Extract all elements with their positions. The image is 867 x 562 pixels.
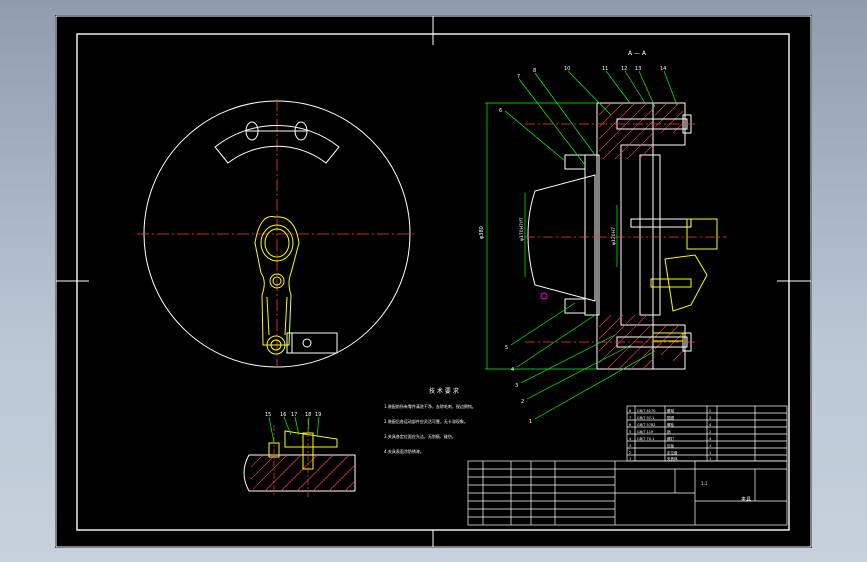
svg-text:1: 1 bbox=[709, 457, 711, 461]
leaders bbox=[504, 70, 678, 420]
balloon-19: 19 bbox=[315, 412, 321, 418]
parts-list bbox=[626, 405, 788, 462]
svg-text:螺母: 螺母 bbox=[667, 408, 675, 413]
note-4: 4.夹具表面涂防锈漆。 bbox=[384, 448, 424, 454]
svg-text:GB/T 97.1: GB/T 97.1 bbox=[637, 416, 654, 420]
upper-slot bbox=[214, 125, 340, 164]
svg-text:螺栓: 螺栓 bbox=[667, 422, 675, 427]
svg-text:4: 4 bbox=[629, 437, 632, 441]
svg-text:6: 6 bbox=[629, 423, 631, 427]
svg-text:2: 2 bbox=[709, 416, 711, 420]
svg-text:GB/T 70.1: GB/T 70.1 bbox=[637, 437, 654, 441]
balloon-14: 14 bbox=[660, 66, 666, 72]
dim-inner: φ120H7 bbox=[611, 227, 617, 245]
svg-text:1: 1 bbox=[629, 457, 631, 461]
front-view bbox=[137, 99, 417, 368]
svg-text:销: 销 bbox=[667, 429, 671, 434]
note-1: 1.装配前所有零件清洗干净，去除毛刺，锐边倒钝。 bbox=[384, 403, 476, 409]
side-clamp bbox=[650, 218, 718, 342]
balloon-1: 1 bbox=[529, 419, 532, 425]
dimensions bbox=[485, 102, 618, 370]
svg-text:GB/T 5782: GB/T 5782 bbox=[637, 423, 655, 427]
balloon-3: 3 bbox=[515, 383, 518, 389]
svg-text:1: 1 bbox=[709, 451, 711, 455]
svg-text:螺钉: 螺钉 bbox=[667, 436, 675, 441]
balloon-18: 18 bbox=[305, 412, 311, 418]
note-3: 3.夹具各定位面应光洁，无划痕、碰伤。 bbox=[384, 433, 456, 439]
svg-text:3: 3 bbox=[629, 444, 631, 448]
svg-text:定位盘: 定位盘 bbox=[667, 450, 678, 455]
balloon-11: 11 bbox=[602, 66, 608, 72]
balloon-10: 10 bbox=[564, 66, 570, 72]
svg-text:GB/T 6170: GB/T 6170 bbox=[637, 409, 655, 413]
inner-frame bbox=[76, 33, 790, 531]
svg-text:垫圈: 垫圈 bbox=[667, 415, 675, 420]
svg-text:5: 5 bbox=[629, 430, 631, 434]
notes-title: 技 术 要 求 bbox=[429, 387, 459, 395]
balloon-17: 17 bbox=[291, 412, 297, 418]
balloon-4: 4 bbox=[511, 367, 514, 373]
section-view: A — A bbox=[479, 50, 727, 425]
outer-border bbox=[55, 15, 812, 548]
section-title: A — A bbox=[628, 50, 647, 57]
note-2: 2.装配后各运动部件应灵活可靠，无卡滞现象。 bbox=[384, 418, 468, 424]
title-block bbox=[467, 460, 788, 526]
svg-text:压板: 压板 bbox=[667, 443, 675, 448]
lever-block bbox=[286, 332, 338, 354]
balloon-16: 16 bbox=[280, 412, 286, 418]
dim-bore: φ170H7/f7 bbox=[519, 217, 525, 241]
svg-text:夹具体: 夹具体 bbox=[667, 456, 678, 461]
detail-view: 15 16 17 18 19 bbox=[243, 412, 356, 497]
svg-text:8: 8 bbox=[629, 409, 631, 413]
svg-text:4: 4 bbox=[709, 437, 712, 441]
svg-text:2: 2 bbox=[709, 430, 711, 434]
technical-notes: 技 术 要 求 1.装配前所有零件清洗干净，去除毛刺，锐边倒钝。 2.装配后各运… bbox=[384, 387, 476, 454]
drawing-name: 夹具 bbox=[741, 496, 751, 503]
section-balloons: 7 8 10 11 12 13 14 6 5 4 3 2 1 bbox=[499, 66, 666, 425]
svg-text:1: 1 bbox=[709, 444, 711, 448]
svg-text:4: 4 bbox=[709, 423, 712, 427]
clamp-lever bbox=[254, 216, 300, 355]
balloon-8: 8 bbox=[533, 68, 536, 74]
balloon-7: 7 bbox=[517, 74, 520, 80]
drawing-sheet: A — A bbox=[55, 15, 812, 548]
balloon-15: 15 bbox=[265, 412, 271, 418]
parts-list-text: 8 GB/T 6170 螺母 2 7 GB/T 97.1 垫圈 2 6 GB/T… bbox=[629, 408, 712, 461]
balloon-13: 13 bbox=[635, 66, 641, 72]
svg-text:2: 2 bbox=[629, 451, 631, 455]
workpiece bbox=[527, 174, 596, 302]
balloon-2: 2 bbox=[521, 399, 524, 405]
dim-overall: φ380 bbox=[479, 226, 485, 239]
drawing-scale: 1:1 bbox=[701, 481, 708, 486]
body-plate bbox=[596, 102, 654, 370]
balloon-12: 12 bbox=[621, 66, 627, 72]
drawing-canvas: A — A bbox=[55, 15, 812, 548]
centering-marks bbox=[56, 16, 811, 547]
section-bolts bbox=[564, 114, 692, 352]
svg-text:GB/T 119: GB/T 119 bbox=[637, 430, 653, 434]
svg-text:2: 2 bbox=[709, 409, 711, 413]
balloon-5: 5 bbox=[505, 345, 508, 351]
balloon-6: 6 bbox=[499, 108, 502, 114]
svg-text:7: 7 bbox=[629, 416, 631, 420]
